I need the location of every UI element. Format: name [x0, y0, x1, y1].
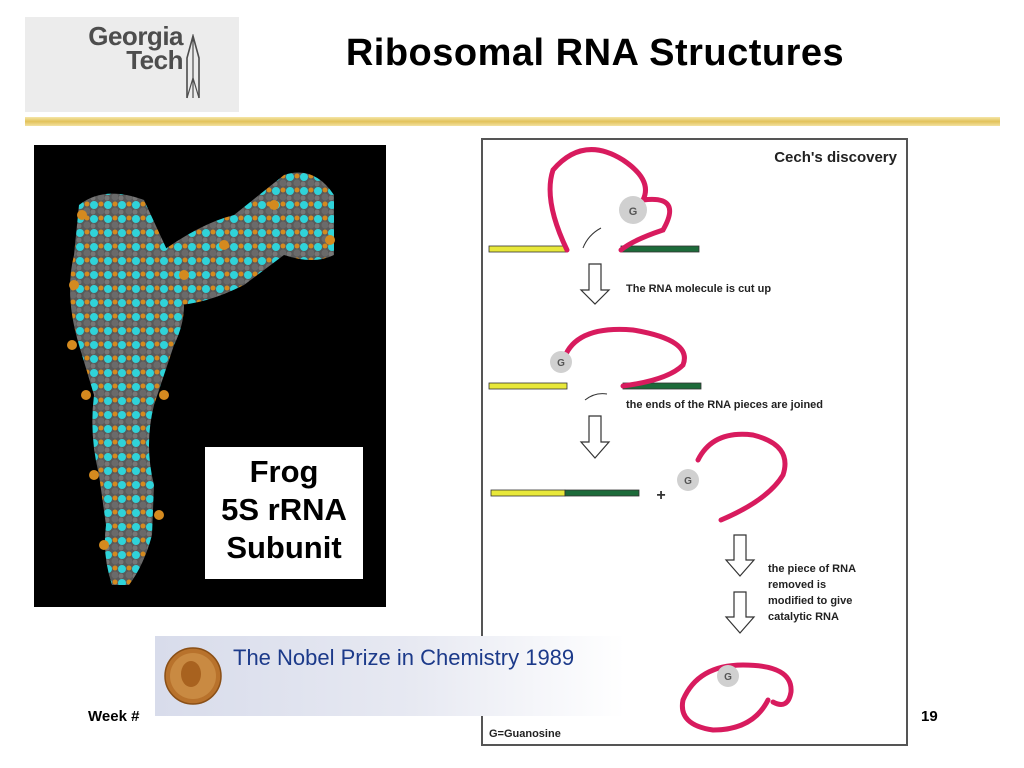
exon-left-yellow-2	[488, 382, 568, 390]
guanosine-legend: G=Guanosine	[489, 728, 561, 740]
down-arrow-2	[579, 415, 611, 459]
rrna-molecule-illustration	[67, 172, 335, 586]
nobel-prize-text: The Nobel Prize in Chemistry 1989	[233, 645, 575, 670]
guanosine-circle	[619, 196, 647, 224]
guanosine-circle-3	[677, 469, 699, 491]
cech-discovery-diagram: Cech's discovery G The RNA molecule is c…	[481, 138, 908, 746]
guanosine-label-2: G	[557, 358, 565, 369]
join-arrow	[584, 393, 608, 401]
step2-text: the ends of the RNA pieces are joined	[626, 399, 823, 411]
cech-heading: Cech's discovery	[774, 149, 897, 166]
guanosine-circle-2	[550, 351, 572, 373]
intron-rna-strand-2	[560, 326, 687, 389]
joined-exon-yellow	[490, 489, 566, 497]
exon-left-yellow	[488, 245, 568, 253]
frog-label-line3: Subunit	[226, 530, 342, 565]
step3-line3: modified to give	[768, 595, 852, 607]
down-arrow-1	[579, 263, 611, 305]
intron-rna-strand	[547, 147, 673, 253]
exon-right-green	[620, 245, 700, 253]
georgia-tech-logo	[25, 17, 239, 112]
logo-line-tech: Tech	[126, 45, 183, 75]
frog-5s-rrna-label: Frog 5S rRNA Subunit	[205, 447, 363, 579]
plus-sign: +	[656, 487, 665, 504]
step3-line4: catalytic RNA	[768, 611, 839, 623]
catalytic-rna-strand	[679, 662, 794, 733]
frog-label-line1: Frog	[249, 454, 319, 489]
footer-week: Week #	[88, 708, 140, 725]
footer-page-number: 19	[921, 708, 938, 725]
down-arrow-4	[724, 591, 756, 634]
logo-wordmark: Georgia Tech	[33, 21, 183, 75]
step1-text: The RNA molecule is cut up	[626, 283, 771, 295]
step3-line1: the piece of RNA	[768, 563, 856, 575]
nobel-medal-icon	[164, 647, 222, 705]
nobel-prize-banner: The Nobel Prize in Chemistry 1989	[155, 636, 625, 716]
rrna-3d-model-image: Frog 5S rRNA Subunit	[34, 145, 386, 607]
step3-line2: removed is	[768, 579, 826, 591]
guanosine-circle-4	[717, 665, 739, 687]
guanosine-label: G	[629, 206, 638, 218]
excised-intron-strand	[695, 431, 788, 523]
step3-text: the piece of RNA removed is modified to …	[768, 563, 859, 623]
guanosine-label-4: G	[724, 672, 732, 683]
joined-exon-green	[564, 489, 640, 497]
attack-arrow	[582, 227, 602, 249]
frog-label-line2: 5S rRNA	[221, 492, 347, 527]
title-underline-rule	[25, 117, 1000, 126]
tech-tower-icon	[186, 34, 200, 99]
guanosine-label-3: G	[684, 476, 692, 487]
slide-title: Ribosomal RNA Structures	[345, 32, 845, 74]
cech-diagram-drawing: Cech's discovery G The RNA molecule is c…	[488, 147, 898, 740]
logo-line-georgia: Georgia	[88, 21, 183, 51]
down-arrow-3	[724, 534, 756, 577]
